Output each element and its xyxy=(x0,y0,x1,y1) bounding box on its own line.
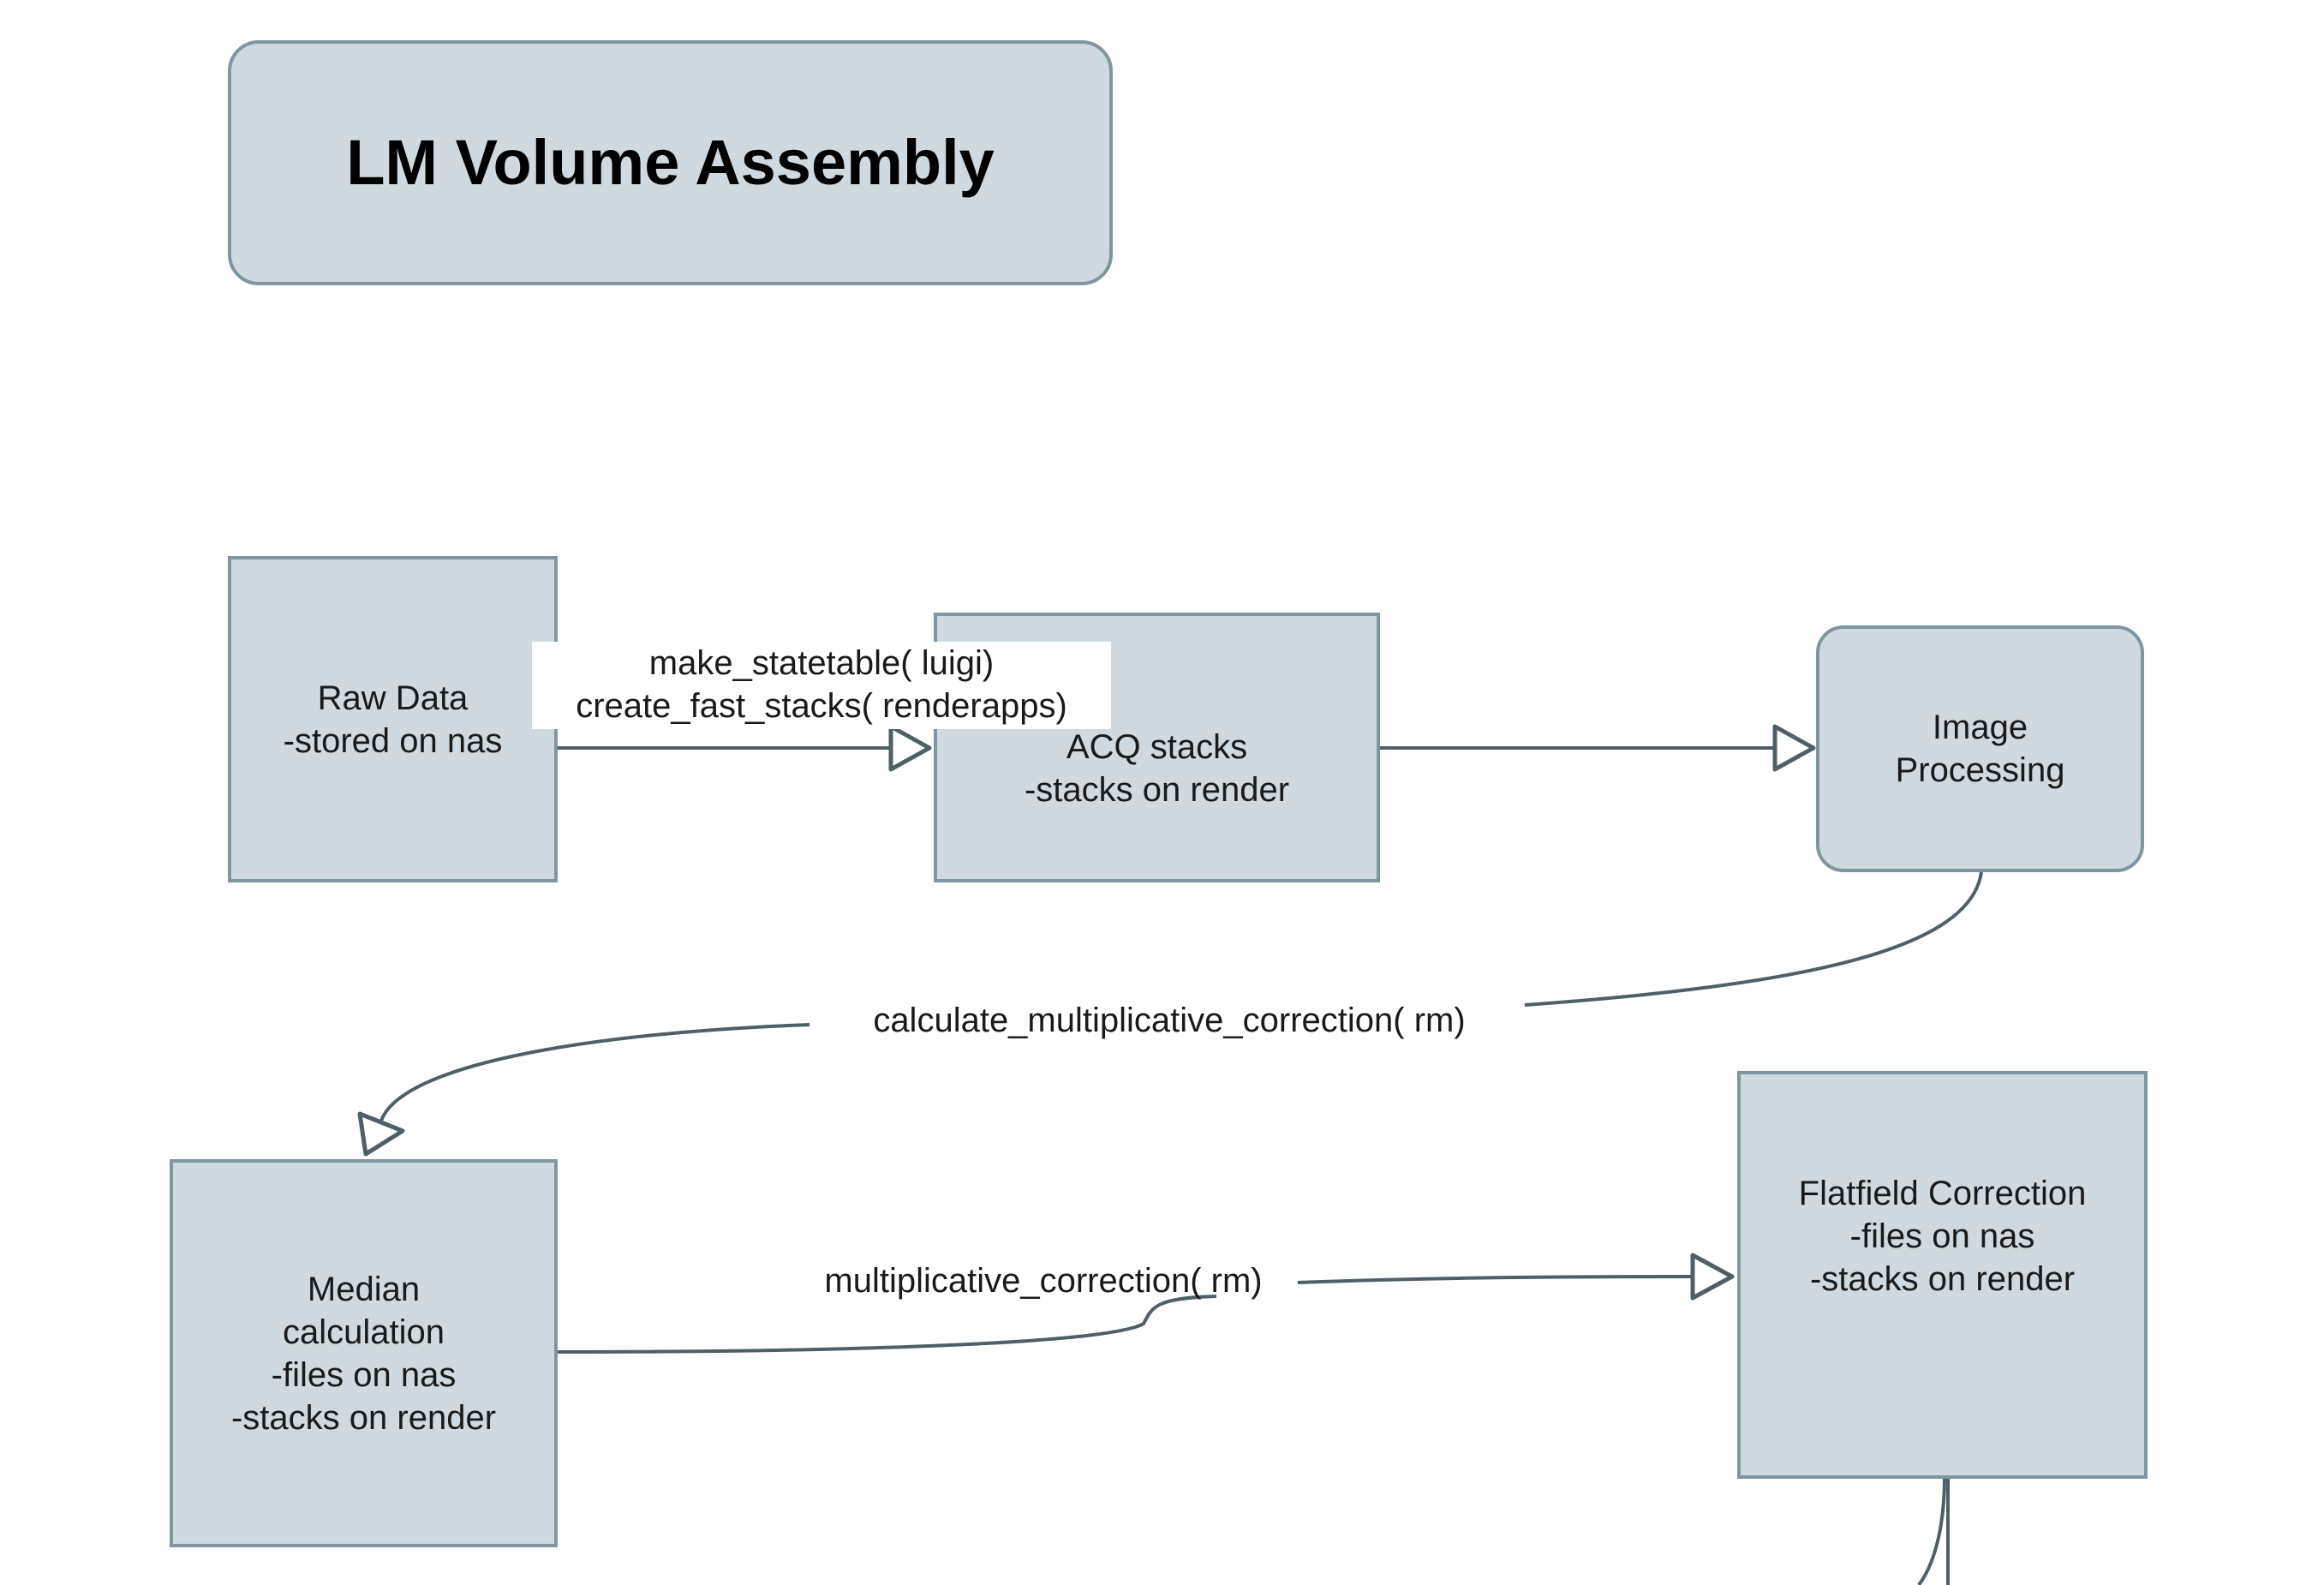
node-raw-data-label: Raw Data -stored on nas xyxy=(283,679,503,760)
edge-median-to-flatfield xyxy=(556,1275,1694,1354)
node-median-calculation-label: Median calculation -files on nas -stacks… xyxy=(230,1270,497,1437)
arrowhead-median-to-flatfield xyxy=(1690,1253,1735,1301)
node-flatfield-correction-label: Flatfield Correction -files on nas -stac… xyxy=(1798,1175,2087,1298)
diagram-title-box: LM Volume Assembly xyxy=(228,40,1113,285)
node-flatfield-correction: Flatfield Correction -files on nas -stac… xyxy=(1737,1071,2148,1479)
node-acq-stacks-label: ACQ stacks -stacks on render xyxy=(1024,727,1290,809)
arrowhead-raw-to-acq xyxy=(888,724,932,772)
edge-label-image-to-median: calculate_multiplicative_correction( rm) xyxy=(818,999,1520,1042)
arrowhead-image-to-median xyxy=(357,1111,405,1157)
edge-label-median-to-flatfield: multiplicative_correction( rm) xyxy=(824,1262,1263,1300)
diagram-title: LM Volume Assembly xyxy=(346,127,995,198)
edge-image-to-median xyxy=(379,871,1983,1121)
node-raw-data: Raw Data -stored on nas xyxy=(228,556,558,882)
arrowhead-acq-to-image xyxy=(1772,724,1816,772)
node-image-processing: Image Processing xyxy=(1816,625,2144,872)
edge-label-raw-to-acq: make_statetable( luigi) create_fast_stac… xyxy=(532,642,1111,729)
node-median-calculation: Median calculation -files on nas -stacks… xyxy=(170,1159,558,1547)
node-image-processing-label: Image Processing xyxy=(1895,709,2065,789)
edge-flatfield-down xyxy=(1917,1476,1951,1585)
